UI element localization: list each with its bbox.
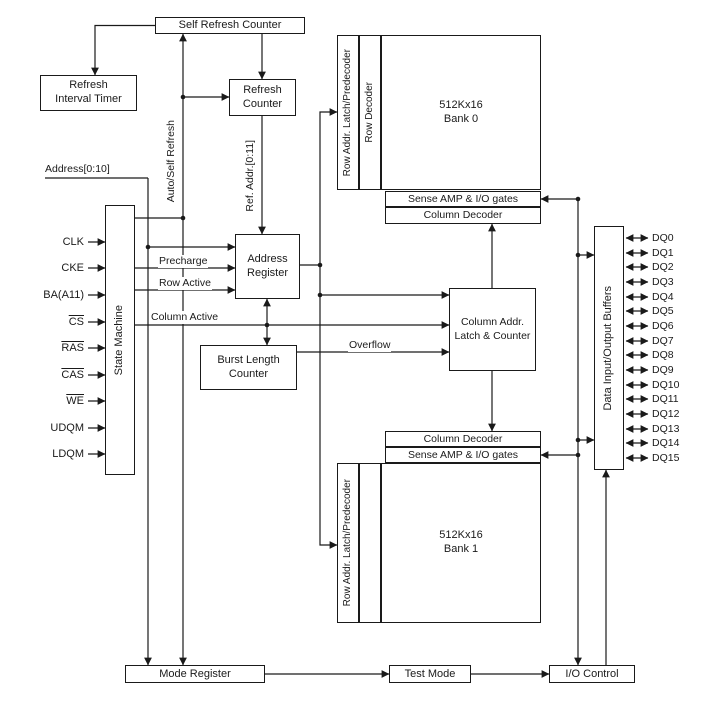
dq3-pin-label: DQ3 <box>652 276 674 288</box>
column-active-label: Column Active <box>150 311 220 324</box>
address-register-block: Address Register <box>235 234 300 299</box>
dq9-pin-label: DQ9 <box>652 364 674 376</box>
bank0-array-line1: 512Kx16 <box>439 98 483 111</box>
address-bus-label: Address[0:10] <box>44 163 111 176</box>
dq4-pin-label: DQ4 <box>652 291 674 303</box>
bank0-column-decoder-block: Column Decoder <box>385 207 541 224</box>
state-machine-label: State Machine <box>113 304 126 376</box>
bank1-sense-amp-block: Sense AMP & I/O gates <box>385 447 541 463</box>
state-machine-block: State Machine <box>105 205 135 475</box>
io-control-block: I/O Control <box>549 665 635 683</box>
bank1-column-decoder-label: Column Decoder <box>423 432 503 445</box>
bank0-column-decoder-label: Column Decoder <box>423 209 503 222</box>
dq2-pin-label: DQ2 <box>652 261 674 273</box>
bank0-sense-amp-block: Sense AMP & I/O gates <box>385 191 541 207</box>
bank1-array-line1: 512Kx16 <box>439 529 483 542</box>
address-register-line2: Register <box>247 266 288 279</box>
mode-register-label: Mode Register <box>159 667 231 680</box>
data-io-buffers-label: Data Input/Output Buffers <box>602 285 615 411</box>
ldqm-pin-label: LDQM <box>52 448 84 460</box>
test-mode-block: Test Mode <box>389 665 471 683</box>
burst-length-counter-line1: Burst Length <box>217 353 280 366</box>
dq8-pin-label: DQ8 <box>652 349 674 361</box>
refresh-interval-timer-line2: Interval Timer <box>55 93 122 105</box>
cas-pin-label: CAS <box>61 369 84 381</box>
dq13-pin-label: DQ13 <box>652 423 680 435</box>
cs-pin-label: CS <box>68 316 84 328</box>
dq10-pin-label: DQ10 <box>652 379 680 391</box>
bank0-row-decoder-label: Row Decoder <box>363 82 375 143</box>
data-io-buffers-block: Data Input/Output Buffers <box>594 226 624 470</box>
io-control-label: I/O Control <box>565 667 619 680</box>
bank1-row-decoder-strip <box>359 463 381 623</box>
overflow-label: Overflow <box>348 339 392 352</box>
refresh-counter-line2: Counter <box>242 97 283 110</box>
ras-pin-label: RAS <box>61 342 84 354</box>
auto-self-refresh-label: Auto/Self Refresh <box>160 105 181 217</box>
row-active-label: Row Active <box>158 277 212 290</box>
clk-pin-label: CLK <box>62 236 84 248</box>
dq15-pin-label: DQ15 <box>652 452 680 464</box>
dq7-pin-label: DQ7 <box>652 335 674 347</box>
bank0-row-addr-latch-label: Row Addr. Latch/Predecoder <box>341 48 353 177</box>
dq0-pin-label: DQ0 <box>652 232 674 244</box>
column-addr-latch-line1: Column Addr. <box>460 316 525 329</box>
mode-register-block: Mode Register <box>125 665 265 683</box>
bank1-row-addr-latch-label: Row Addr. Latch/Predecoder <box>341 479 353 607</box>
column-addr-latch-line2: Latch & Counter <box>454 329 531 342</box>
dq11-pin-label: DQ11 <box>652 393 679 405</box>
dq12-pin-label: DQ12 <box>652 408 680 420</box>
address-register-line1: Address <box>247 252 288 265</box>
refresh-counter-line1: Refresh <box>243 83 282 96</box>
bank0-row-addr-latch-strip: Row Addr. Latch/Predecoder <box>337 35 359 190</box>
ba-pin-label: BA(A11) <box>43 289 84 301</box>
bank0-sense-amp-label: Sense AMP & I/O gates <box>407 192 519 205</box>
bank0-array-line2: Bank 0 <box>443 112 479 125</box>
dq6-pin-label: DQ6 <box>652 320 674 332</box>
bank0-row-decoder-strip: Row Decoder <box>359 35 381 190</box>
cke-pin-label: CKE <box>61 262 84 274</box>
dq14-pin-label: DQ14 <box>652 437 680 449</box>
dq1-pin-label: DQ1 <box>652 247 674 259</box>
we-pin-label: WE <box>66 395 84 407</box>
column-addr-latch-counter-block: Column Addr. Latch & Counter <box>449 288 536 371</box>
bank1-array-line2: Bank 1 <box>443 543 479 555</box>
ref-addr-text: Ref. Addr.[0:11] <box>244 140 256 212</box>
self-refresh-counter-block: Self Refresh Counter <box>155 17 305 34</box>
burst-length-counter-line2: Counter <box>228 367 269 380</box>
burst-length-counter-block: Burst Length Counter <box>200 345 297 390</box>
refresh-interval-timer-line1: Refresh <box>69 79 108 92</box>
precharge-label: Precharge <box>158 255 209 268</box>
refresh-counter-block: Refresh Counter <box>229 79 296 116</box>
bank1-sense-amp-label: Sense AMP & I/O gates <box>407 448 519 461</box>
dq5-pin-label: DQ5 <box>652 305 674 317</box>
ref-addr-label: Ref. Addr.[0:11] <box>240 130 260 222</box>
bank1-array-block: 512Kx16 Bank 1 <box>381 463 541 623</box>
bank1-row-addr-latch-strip: Row Addr. Latch/Predecoder <box>337 463 359 623</box>
test-mode-label: Test Mode <box>404 667 456 680</box>
bank1-column-decoder-block: Column Decoder <box>385 431 541 447</box>
refresh-interval-timer-block: Refresh Interval Timer <box>40 75 137 111</box>
auto-self-refresh-text: Auto/Self Refresh <box>164 119 177 203</box>
udqm-pin-label: UDQM <box>50 422 84 434</box>
bank0-array-block: 512Kx16 Bank 0 <box>381 35 541 190</box>
self-refresh-counter-label: Self Refresh Counter <box>178 19 282 31</box>
